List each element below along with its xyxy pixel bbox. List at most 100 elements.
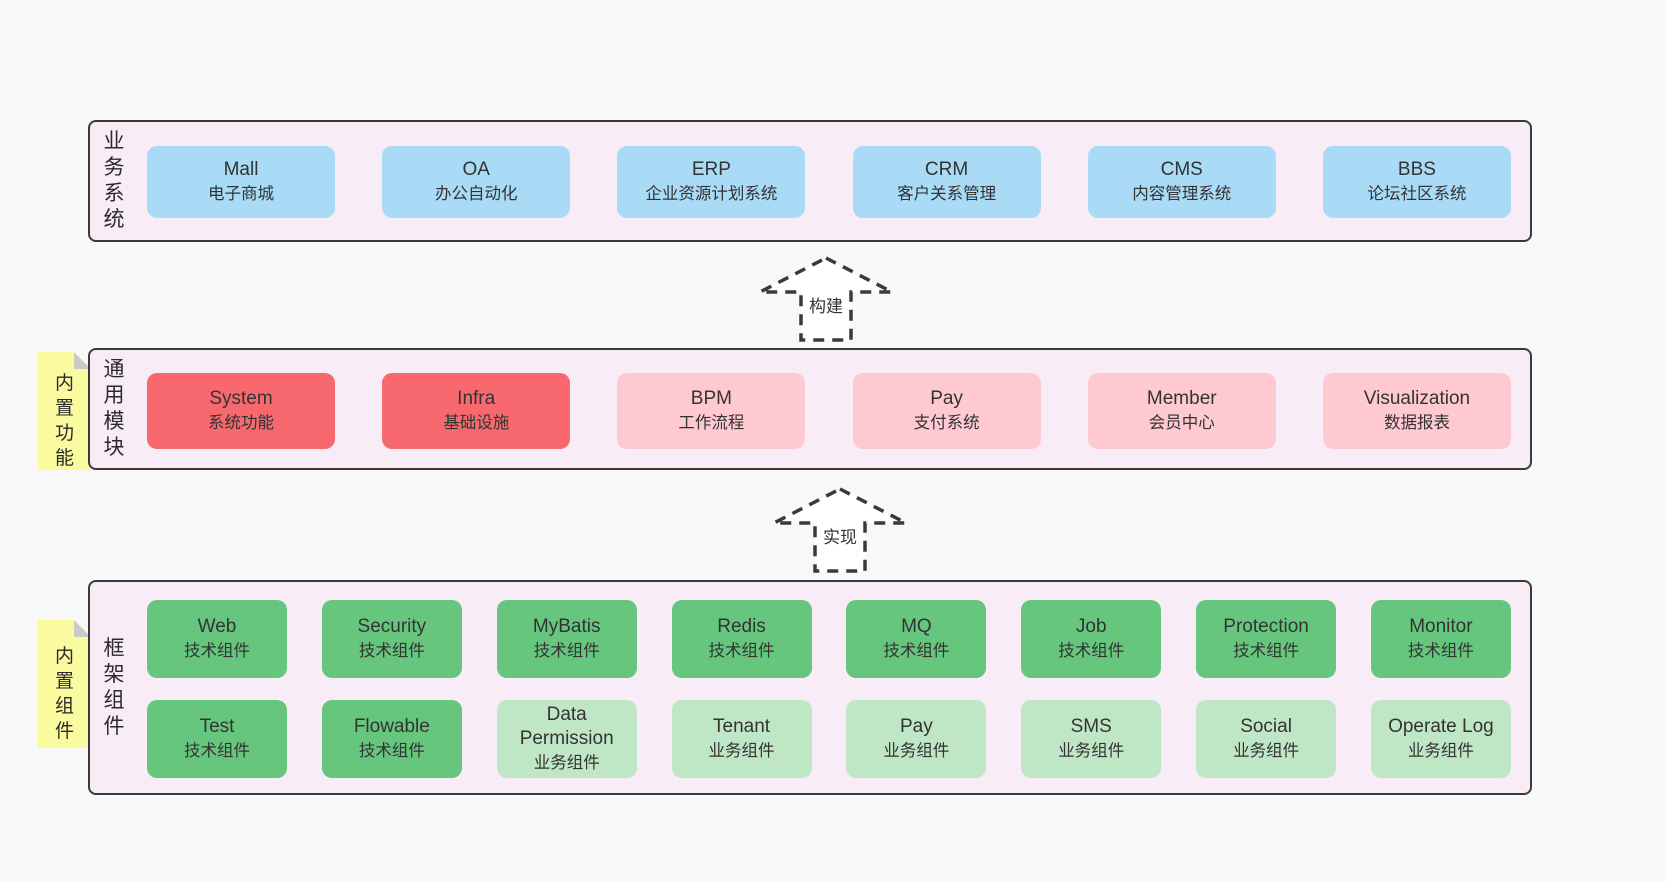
component-subtitle: 业务组件 <box>1233 742 1300 760</box>
module-name: ERP <box>691 159 731 180</box>
sticky-note-label: 内置功能 <box>54 373 74 469</box>
module-subtitle: 客户关系管理 <box>897 185 997 203</box>
component-box-sms: SMS 业务组件 <box>1021 700 1162 778</box>
module-subtitle: 基础设施 <box>443 414 510 432</box>
component-name: MyBatis <box>532 616 601 637</box>
panel-title: 业务系统 <box>103 130 125 231</box>
module-subtitle: 企业资源计划系统 <box>645 185 778 203</box>
sticky-note-label: 内置组件 <box>54 646 74 742</box>
module-name: BBS <box>1397 159 1436 180</box>
module-box-cms: CMS 内容管理系统 <box>1087 146 1276 218</box>
module-box-bpm: BPM 工作流程 <box>617 373 806 449</box>
component-name: Protection <box>1223 616 1309 637</box>
component-box-web: Web 技术组件 <box>147 600 287 678</box>
module-box-member: Member 会员中心 <box>1087 373 1276 449</box>
component-box-mybatis: MyBatis 技术组件 <box>496 600 637 678</box>
component-name: MQ <box>901 616 932 637</box>
component-name: SMS <box>1070 716 1112 737</box>
module-box-mall: Mall 电子商城 <box>147 146 335 218</box>
component-name: Monitor <box>1409 616 1473 637</box>
module-name: OA <box>462 159 490 180</box>
module-name: Pay <box>930 388 963 409</box>
arrow-label: 实现 <box>820 522 860 549</box>
component-subtitle: 业务组件 <box>1058 742 1125 760</box>
component-box-pay: Pay 业务组件 <box>846 700 987 778</box>
module-name: Member <box>1146 388 1217 409</box>
module-box-pay: Pay 支付系统 <box>852 373 1041 449</box>
module-name: Mall <box>223 159 259 180</box>
component-box-security: Security 技术组件 <box>321 600 462 678</box>
component-subtitle: 技术组件 <box>533 642 600 660</box>
panel-title: 框架组件 <box>103 636 125 738</box>
box-row-tech: Web 技术组件 Security 技术组件 MyBatis 技术组件 Redi… <box>147 600 1511 678</box>
module-subtitle: 内容管理系统 <box>1132 185 1232 203</box>
module-name: System <box>209 388 273 409</box>
component-box-tenant: Tenant 业务组件 <box>671 700 812 778</box>
component-name: Tenant <box>713 716 771 737</box>
module-subtitle: 系统功能 <box>208 414 274 432</box>
box-row: System 系统功能 Infra 基础设施 BPM 工作流程 Pay 支付系统… <box>147 373 1511 449</box>
module-subtitle: 工作流程 <box>678 414 745 432</box>
component-subtitle: 技术组件 <box>358 642 425 660</box>
module-box-oa: OA 办公自动化 <box>382 146 571 218</box>
module-subtitle: 支付系统 <box>913 414 980 432</box>
component-subtitle: 技术组件 <box>184 642 250 660</box>
component-name: Pay <box>900 716 933 737</box>
panel-business-systems: 业务系统 Mall 电子商城 OA 办公自动化 ERP 企业资源计划系统 CRM… <box>88 120 1532 242</box>
component-name: Job <box>1075 616 1107 637</box>
module-box-erp: ERP 企业资源计划系统 <box>617 146 806 218</box>
module-box-crm: CRM 客户关系管理 <box>852 146 1041 218</box>
component-name: Security <box>357 616 427 637</box>
component-box-mq: MQ 技术组件 <box>846 600 987 678</box>
module-subtitle: 电子商城 <box>208 185 274 203</box>
component-name: Social <box>1240 716 1292 737</box>
component-subtitle: 业务组件 <box>708 742 775 760</box>
component-name: Test <box>199 716 235 737</box>
component-box-social: Social 业务组件 <box>1196 700 1337 778</box>
module-box-visualization: Visualization 数据报表 <box>1322 373 1511 449</box>
component-subtitle: 技术组件 <box>1233 642 1300 660</box>
sticky-note-built-in-components: 内置组件 <box>38 620 91 748</box>
module-name: Infra <box>457 388 496 409</box>
component-name: Data Permission <box>519 704 614 749</box>
module-name: Visualization <box>1363 388 1471 409</box>
panel-common-modules: 通用模块 System 系统功能 Infra 基础设施 BPM 工作流程 Pay… <box>88 348 1532 470</box>
module-box-system: System 系统功能 <box>147 373 335 449</box>
panel-framework-components: 框架组件 Web 技术组件 Security 技术组件 MyBatis 技术组件… <box>88 580 1532 795</box>
component-name: Redis <box>717 616 766 637</box>
arrow-label: 构建 <box>806 291 846 318</box>
component-box-redis: Redis 技术组件 <box>671 600 812 678</box>
module-subtitle: 论坛社区系统 <box>1367 185 1467 203</box>
component-box-test: Test 技术组件 <box>147 700 287 778</box>
component-subtitle: 技术组件 <box>708 642 775 660</box>
component-name: Web <box>197 616 237 637</box>
component-box-data-permission: Data Permission 业务组件 <box>496 700 637 778</box>
component-name: Operate Log <box>1388 716 1494 737</box>
component-box-protection: Protection 技术组件 <box>1196 600 1337 678</box>
component-subtitle: 技术组件 <box>358 742 425 760</box>
component-name: Flowable <box>353 716 430 737</box>
module-name: BPM <box>690 388 732 409</box>
module-name: CRM <box>924 159 969 180</box>
component-subtitle: 技术组件 <box>883 642 950 660</box>
module-subtitle: 办公自动化 <box>434 185 518 203</box>
box-row-business: Test 技术组件 Flowable 技术组件 Data Permission … <box>147 700 1511 778</box>
component-box-monitor: Monitor 技术组件 <box>1370 600 1511 678</box>
component-subtitle: 业务组件 <box>1407 742 1474 760</box>
component-box-job: Job 技术组件 <box>1021 600 1162 678</box>
component-subtitle: 业务组件 <box>533 754 600 772</box>
box-row: Mall 电子商城 OA 办公自动化 ERP 企业资源计划系统 CRM 客户关系… <box>147 146 1511 218</box>
up-arrow-build: 构建 <box>757 255 895 343</box>
component-subtitle: 业务组件 <box>883 742 950 760</box>
module-subtitle: 会员中心 <box>1148 414 1215 432</box>
up-arrow-implement: 实现 <box>771 486 909 574</box>
component-subtitle: 技术组件 <box>1407 642 1474 660</box>
component-subtitle: 技术组件 <box>184 742 250 760</box>
component-box-flowable: Flowable 技术组件 <box>321 700 462 778</box>
sticky-note-built-in-functions: 内置功能 <box>38 352 91 470</box>
module-name: CMS <box>1160 159 1203 180</box>
component-subtitle: 技术组件 <box>1058 642 1125 660</box>
panel-title: 通用模块 <box>103 358 125 459</box>
component-box-operate-log: Operate Log 业务组件 <box>1370 700 1511 778</box>
